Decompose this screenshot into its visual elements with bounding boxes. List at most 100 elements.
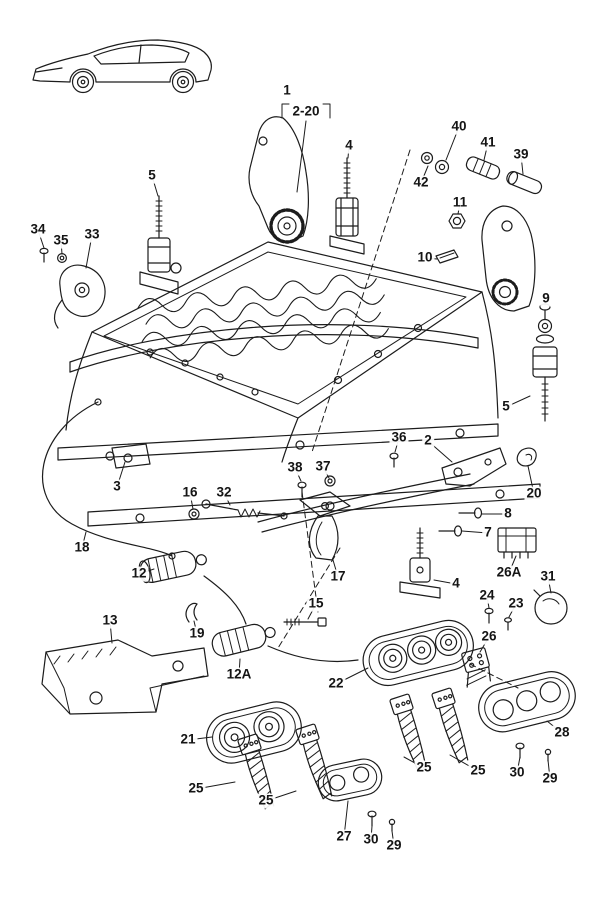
screw-24 — [484, 607, 494, 624]
part-callout-15: 15 — [306, 595, 326, 612]
part-callout-27: 27 — [334, 828, 354, 845]
part-callout-23: 23 — [506, 595, 526, 612]
part-callout-30: 30 — [507, 764, 527, 781]
part-callout-33: 33 — [82, 226, 102, 243]
bowden-cable-32 — [201, 499, 288, 520]
part-callout-9: 9 — [540, 290, 552, 307]
part-callout-39: 39 — [511, 146, 531, 163]
part-callout-7: 7 — [482, 524, 494, 541]
part-callout-25: 25 — [468, 762, 488, 779]
part-callout-26A: 26A — [494, 564, 524, 581]
height-spindle-4-lower — [399, 527, 441, 599]
part-callout-24: 24 — [477, 587, 497, 604]
part-callout-17: 17 — [328, 568, 348, 585]
part-callout-28: 28 — [552, 724, 572, 741]
part-callout-10: 10 — [415, 249, 435, 266]
support-strap-17 — [308, 515, 339, 561]
height-spindle-4-upper — [329, 157, 365, 255]
part-callout-40: 40 — [449, 118, 469, 135]
part-callout-19: 19 — [187, 625, 207, 642]
part-callout-38: 38 — [285, 459, 305, 476]
motor-cables — [203, 575, 359, 663]
height-spindle-5-left — [139, 195, 182, 295]
part-callout-18: 18 — [72, 539, 92, 556]
screw-30-right — [515, 742, 525, 759]
construction-lines — [277, 149, 519, 689]
clip-19 — [185, 602, 198, 623]
rail-bracket-3 — [111, 443, 151, 469]
bolt-36 — [389, 452, 399, 468]
nut-11 — [448, 213, 466, 229]
part-callout-32: 32 — [214, 484, 234, 501]
part-callout-25: 25 — [414, 759, 434, 776]
part-callout-29: 29 — [384, 837, 404, 854]
screw-23 — [504, 617, 513, 631]
pin-39 — [506, 170, 543, 195]
sleeve-41 — [465, 156, 501, 180]
switch-panel-22 — [362, 619, 474, 687]
part-callout-2: 2 — [422, 432, 434, 449]
screw-29-right — [544, 748, 552, 762]
part-callout-12A: 12A — [224, 666, 254, 683]
clip-10 — [435, 249, 459, 264]
seat-pan-frame — [65, 241, 499, 463]
part-callout-30: 30 — [361, 831, 381, 848]
recliner-bracket-left — [248, 116, 309, 244]
part-callout-42: 42 — [411, 174, 431, 191]
seat-rails — [57, 423, 541, 533]
part-callout-25: 25 — [256, 792, 276, 809]
relay-26a — [497, 527, 537, 559]
part-callout-29: 29 — [540, 770, 560, 787]
part-callout-4: 4 — [343, 137, 355, 154]
handle-33 — [53, 264, 106, 329]
washers-40-42 — [420, 151, 450, 175]
cable-eyelet-16 — [188, 508, 200, 520]
part-callout-2-20: 2-20 — [290, 103, 322, 120]
part-callout-36: 36 — [389, 429, 409, 446]
screw-8 — [458, 507, 483, 519]
part-callout-26: 26 — [479, 628, 499, 645]
screw-29-bottom — [388, 818, 396, 832]
part-callout-31: 31 — [538, 568, 558, 585]
washer-37 — [324, 475, 336, 487]
part-callout-12: 12 — [129, 565, 149, 582]
bezel-plate-28 — [478, 671, 576, 733]
screw-7 — [438, 525, 463, 537]
screw-30-bottom — [367, 810, 377, 827]
part-callout-5: 5 — [500, 398, 512, 415]
recliner-bracket-right — [481, 205, 536, 312]
part-callout-13: 13 — [100, 612, 120, 629]
part-callout-37: 37 — [313, 458, 333, 475]
part-callout-3: 3 — [111, 478, 123, 495]
bolt-34 — [39, 247, 49, 263]
clip-20 — [516, 447, 537, 467]
part-callout-34: 34 — [28, 221, 48, 238]
part-callout-1: 1 — [281, 82, 293, 99]
part-callout-4: 4 — [450, 575, 462, 592]
motor-12a — [211, 623, 276, 657]
group-label-bracket — [281, 103, 331, 193]
part-callout-25: 25 — [186, 780, 206, 797]
part-callout-11: 11 — [450, 194, 470, 211]
connector-26 — [461, 647, 491, 688]
car-silhouette-icon — [32, 39, 212, 94]
threaded-rod-15 — [283, 617, 327, 627]
cable-connector-25-d — [431, 687, 469, 764]
part-callout-8: 8 — [502, 505, 514, 522]
switch-panel-21 — [206, 701, 302, 764]
part-callout-20: 20 — [524, 485, 544, 502]
floor-bracket-13 — [41, 639, 209, 715]
cable-connector-25-b — [295, 723, 333, 800]
part-callout-22: 22 — [326, 675, 346, 692]
part-callout-41: 41 — [478, 134, 498, 151]
height-spindle-5-right — [532, 318, 558, 422]
part-callout-16: 16 — [180, 484, 200, 501]
part-callout-35: 35 — [51, 232, 71, 249]
part-callout-5: 5 — [146, 167, 158, 184]
washer-35 — [56, 253, 67, 264]
cross-bracket-2 — [441, 447, 507, 487]
cover-31 — [533, 589, 568, 625]
part-callout-21: 21 — [178, 731, 198, 748]
